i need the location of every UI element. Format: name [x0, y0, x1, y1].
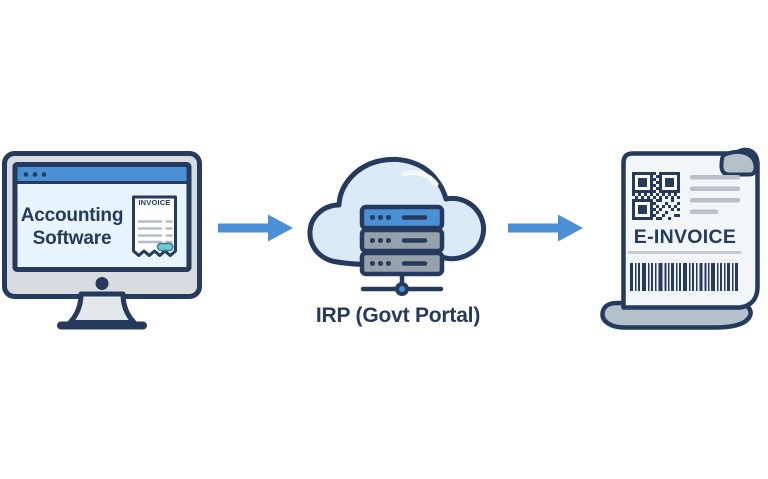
- e-invoice-label: E-INVOICE: [633, 226, 737, 248]
- monitor-stand: [67, 291, 137, 325]
- scroll-top-curl: [719, 149, 758, 177]
- browser-window-dots-icon: [23, 172, 47, 177]
- cloud-server-icon: [307, 156, 486, 296]
- browser-title-bar: [17, 167, 187, 181]
- barcode-icon: [630, 263, 738, 291]
- accounting-software-label: Accounting Software: [20, 205, 124, 249]
- network-node-icon: [395, 282, 409, 296]
- server-rack-icon: [359, 204, 445, 296]
- invoice-receipt-icon: [132, 195, 177, 257]
- server-slots: [401, 215, 428, 266]
- invoice-total-pill: [156, 242, 174, 252]
- arrow-right-icon: [218, 214, 293, 242]
- irp-label: IRP (Govt Portal): [315, 304, 481, 327]
- scroll-invoice-icon: [600, 147, 760, 330]
- invoice-text-lines: [137, 220, 173, 244]
- cloud-highlight: [401, 169, 439, 187]
- arrow-right-icon: [508, 214, 583, 242]
- monitor-power-dot: [95, 277, 109, 290]
- invoice-doc-label: INVOICE: [138, 198, 171, 207]
- computer-monitor-icon: [2, 151, 202, 330]
- qr-code-icon: [632, 172, 680, 220]
- server-leds: [370, 215, 391, 266]
- invoice-header-lines: [690, 175, 740, 214]
